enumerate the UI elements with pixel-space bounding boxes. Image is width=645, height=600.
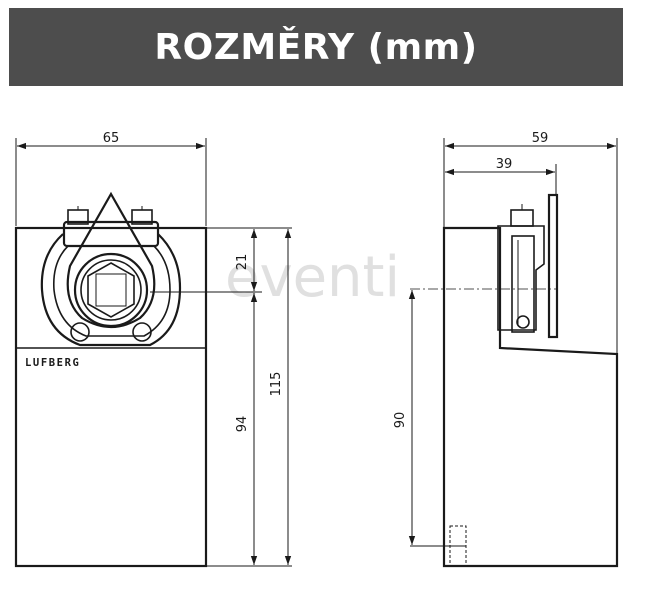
shaft-collar-inner — [80, 259, 142, 321]
shaft-height-label: 90 — [393, 412, 408, 429]
front-view: 65 LUFBERG 21 94 — [14, 131, 292, 568]
side-view: 59 39 90 — [393, 131, 619, 568]
side-hole — [516, 315, 530, 329]
shaft-square — [95, 273, 127, 307]
side-body — [442, 226, 619, 568]
shaft-offset-label: 21 — [235, 254, 250, 271]
clamp-plate — [62, 220, 160, 248]
side-mount-plate — [547, 193, 559, 339]
side-bracket-slot — [511, 235, 535, 333]
hidden-feature — [449, 525, 467, 567]
shaft-collar-outer — [73, 252, 149, 328]
page-title: ROZMĚRY (mm) — [154, 26, 478, 68]
side-nut — [510, 209, 534, 227]
title-banner: ROZMĚRY (mm) — [9, 8, 623, 86]
body-height-label: 94 — [235, 416, 250, 433]
bracket-depth-label: 39 — [496, 157, 513, 172]
total-height-label: 115 — [269, 372, 284, 397]
clamp-outer-ring — [40, 233, 182, 347]
front-hole-left — [70, 322, 90, 342]
brand-logo: LUFBERG — [25, 357, 80, 369]
front-width-label: 65 — [103, 131, 120, 146]
front-hole-right — [132, 322, 152, 342]
watermark-text: eventi — [225, 245, 400, 310]
front-body — [14, 226, 208, 568]
clamp-inner-ring — [52, 245, 171, 337]
side-depth-label: 59 — [532, 131, 549, 146]
side-bracket — [497, 225, 545, 331]
shaft-hex — [87, 262, 135, 318]
